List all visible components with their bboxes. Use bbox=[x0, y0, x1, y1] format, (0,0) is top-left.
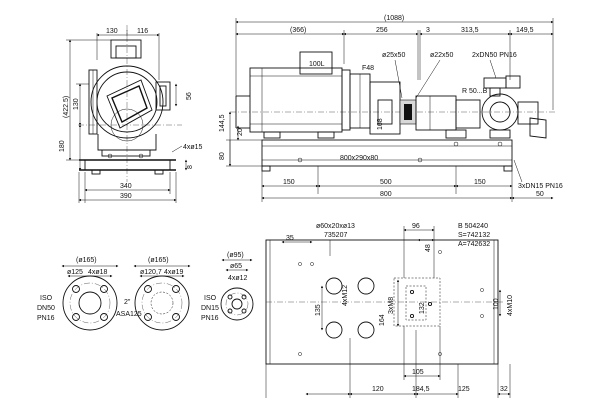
label-4xm10: 4xM10 bbox=[507, 295, 514, 316]
flange3-holes: 4xø12 bbox=[228, 275, 248, 282]
dim-150-right: 150 bbox=[474, 179, 486, 186]
label-2xdn50: 2xDN50 PN16 bbox=[472, 52, 517, 59]
dim-135: 135 bbox=[315, 304, 322, 316]
dim-8: 8 bbox=[187, 165, 194, 169]
flange2-size: 2" bbox=[124, 299, 131, 306]
label-slot: ø60x20xø13 bbox=[316, 223, 355, 230]
dim-132: 132 bbox=[419, 302, 426, 314]
label-f48: F48 bbox=[362, 65, 374, 72]
dim-340: 340 bbox=[120, 183, 132, 190]
label-shaft-22x50: ø22x50 bbox=[430, 52, 453, 59]
flange1-bolt: ø125 bbox=[67, 269, 83, 276]
flange3-bolt: ø65 bbox=[230, 263, 242, 270]
dim-150-left: 150 bbox=[283, 179, 295, 186]
dim-256: 256 bbox=[376, 27, 388, 34]
label-ref: 735207 bbox=[324, 232, 347, 239]
dim-96: 96 bbox=[412, 223, 420, 230]
code-s: S=742132 bbox=[458, 232, 490, 239]
dim-168: 168 bbox=[377, 118, 384, 130]
flange3-outer: (ø95) bbox=[227, 252, 244, 259]
code-a: A=742632 bbox=[458, 241, 490, 248]
dim-500: 500 bbox=[380, 179, 392, 186]
label-100l: 100L bbox=[309, 61, 325, 68]
dim-3: 3 bbox=[426, 27, 430, 34]
flange-iso-dn15: (ø95) ø65 4xø12 ISO DN15 PN16 bbox=[201, 252, 254, 322]
label-base-800x290x80: 800x290x80 bbox=[340, 155, 378, 162]
label-r50b: R 50...B bbox=[462, 88, 488, 95]
dim-32: 32 bbox=[500, 386, 508, 393]
dim-80: 80 bbox=[219, 152, 226, 160]
flange-iso-dn50: (ø165) ø125 4xø18 ISO DN50 PN16 bbox=[37, 257, 119, 331]
label-4x15: 4xø15 bbox=[183, 144, 203, 151]
dim-390: 390 bbox=[120, 193, 132, 200]
dim-120: 120 bbox=[372, 386, 384, 393]
dim-164: 164 bbox=[379, 314, 386, 326]
dim-366: (366) bbox=[290, 27, 306, 34]
flange1-outer: (ø165) bbox=[76, 257, 97, 264]
dim-100: 100 bbox=[493, 298, 500, 310]
flange2-holes: 4xø19 bbox=[164, 269, 184, 276]
flange3-dn: DN15 bbox=[201, 305, 219, 312]
base-plan-view: 35 ø60x20xø13 735207 4xM12 135 3xM8 164 … bbox=[265, 223, 514, 398]
flange3-pn: PN16 bbox=[201, 315, 219, 322]
side-view: (1088) (366) 256 3 313,5 149,5 100L F48 bbox=[219, 15, 563, 202]
flange1-holes: 4xø18 bbox=[88, 269, 108, 276]
flange1-pn: PN16 bbox=[37, 315, 55, 322]
dim-184-5: 184,5 bbox=[412, 386, 430, 393]
dim-130-top: 130 bbox=[106, 28, 118, 35]
dim-125: 125 bbox=[458, 386, 470, 393]
dim-130-left: 130 bbox=[73, 98, 80, 110]
flange2-outer: (ø165) bbox=[148, 257, 169, 264]
label-4xm12: 4xM12 bbox=[342, 285, 349, 306]
dim-180: 180 bbox=[59, 140, 66, 152]
flange1-dn: DN50 bbox=[37, 305, 55, 312]
flange2-asa: ASA125 bbox=[116, 311, 142, 318]
flange2-bolt: ø120,7 bbox=[140, 269, 162, 276]
dim-116-top: 116 bbox=[137, 28, 148, 35]
dim-422-5: (422.5) bbox=[63, 96, 70, 118]
front-view: 130 116 (422.5) 130 bbox=[59, 25, 203, 203]
label-shaft-25x50: ø25x50 bbox=[382, 52, 405, 59]
dim-149-5: 149,5 bbox=[516, 27, 534, 34]
dim-56: 56 bbox=[186, 92, 193, 100]
dim-105: 105 bbox=[412, 369, 424, 376]
flange3-iso: ISO bbox=[204, 295, 217, 302]
flange-asa125: (ø165) ø120,7 4xø19 2" ASA125 bbox=[116, 257, 191, 331]
flange1-iso: ISO bbox=[40, 295, 53, 302]
dim-48: 48 bbox=[425, 244, 432, 252]
dim-20: 20 bbox=[237, 128, 244, 136]
dim-1088: (1088) bbox=[384, 15, 404, 22]
dim-144-5: 144,5 bbox=[219, 114, 226, 132]
label-3xdn15: 3xDN15 PN16 bbox=[518, 183, 563, 190]
dim-50: 50 bbox=[536, 191, 544, 198]
label-3xm8: 3xM8 bbox=[388, 297, 395, 314]
code-b: B 504240 bbox=[458, 223, 488, 230]
dim-313-5: 313,5 bbox=[461, 27, 479, 34]
dim-800: 800 bbox=[380, 191, 392, 198]
dim-35: 35 bbox=[286, 235, 294, 242]
